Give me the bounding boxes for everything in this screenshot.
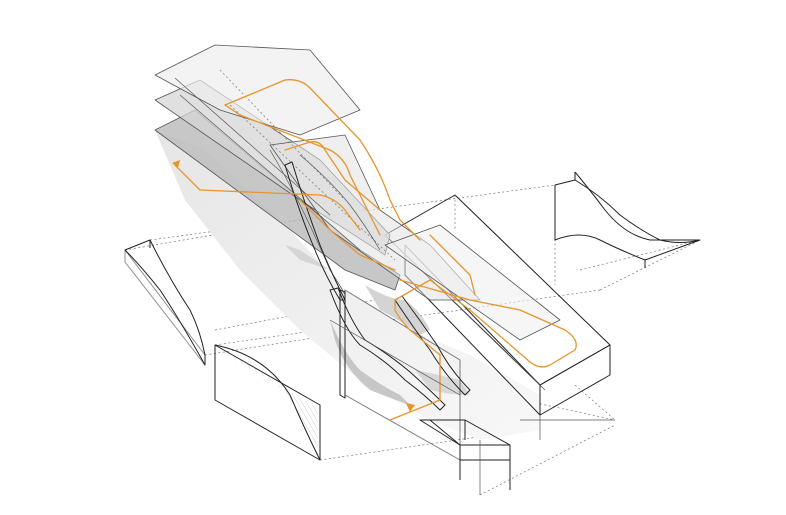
left-profile-panel (124, 239, 206, 366)
right-profile-panel (554, 171, 701, 268)
ground-shadow (155, 130, 540, 440)
circulation-route (174, 79, 577, 421)
plate-stack (154, 44, 561, 341)
lower-channel-block (214, 289, 511, 490)
outline-details (319, 319, 615, 495)
arrow-left-icon (172, 160, 180, 168)
arrow-right-icon (406, 403, 415, 412)
